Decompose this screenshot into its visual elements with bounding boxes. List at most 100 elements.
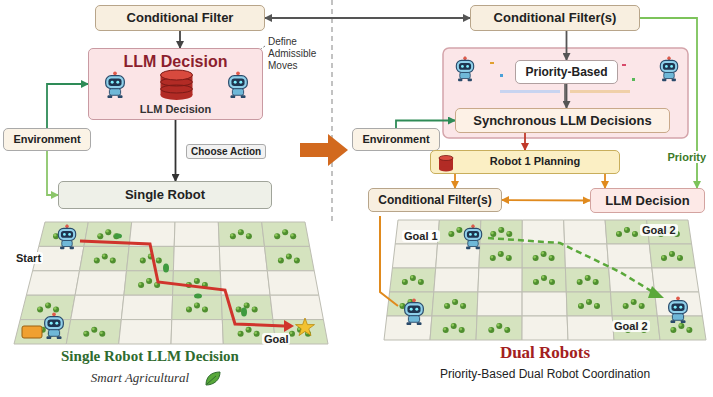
crop-plant [623, 304, 626, 307]
crop-plant [451, 324, 454, 327]
crop-plant [110, 258, 113, 261]
crop-plant [490, 231, 496, 237]
crop-plant [138, 282, 144, 288]
crop-plant [92, 327, 95, 330]
crop-plant [146, 278, 152, 284]
robot-icon [464, 224, 481, 249]
grid-cell [219, 246, 267, 270]
crop-plant [633, 232, 636, 235]
grid-cell [267, 271, 319, 295]
crop-plant [678, 323, 684, 329]
crop-plant [139, 283, 142, 286]
grid-cell [26, 271, 79, 295]
crop-plant [203, 283, 206, 286]
crop-plant [453, 300, 456, 303]
crop-plant [54, 307, 57, 310]
crop-plant [94, 258, 97, 261]
sync-band: Synchronous LLM Decisions [455, 108, 670, 133]
grid-cell [121, 295, 172, 319]
grid-cell [522, 268, 566, 292]
crop-plant [686, 327, 692, 333]
path-arrowhead [284, 320, 294, 332]
grid-cell [612, 316, 660, 340]
node-title: Priority-Based [525, 65, 607, 79]
crop-plant [541, 251, 547, 257]
grid-cell [567, 316, 614, 340]
grid-cell [565, 268, 610, 292]
crop-plant [187, 307, 190, 310]
crop-plant [195, 279, 198, 282]
grid-label: Start [14, 252, 43, 264]
connector [604, 174, 606, 188]
crop-plant [542, 276, 545, 279]
crop-plant [443, 328, 446, 331]
node-title: Single Robot [125, 187, 205, 203]
crop-plant [402, 279, 408, 285]
crop-plant [238, 331, 244, 337]
crop-plant [533, 256, 536, 259]
crop-plant [140, 258, 146, 264]
crop-plant [488, 327, 494, 333]
grid-cell [173, 271, 222, 295]
crop-plant [595, 304, 598, 307]
crop-plant [294, 258, 300, 264]
crop-plant [244, 303, 247, 306]
crop-plant [202, 306, 208, 312]
crop-plant [286, 254, 292, 260]
crop-plant [254, 331, 257, 334]
decision-box: LLM DecisionLLM Decision [88, 48, 263, 120]
crop-plant [687, 328, 690, 331]
crop-plant [106, 230, 109, 233]
crop-plant [506, 256, 509, 259]
crop-plant [459, 328, 462, 331]
crop-plant [238, 229, 244, 235]
node-title: LLM Decision [605, 193, 690, 209]
crop-plant [617, 232, 620, 235]
filter-box: Conditional Filter [95, 5, 265, 31]
crop-plant [231, 234, 234, 237]
grid-cell [566, 292, 612, 316]
caption-title: Single Robot LLM Decision [61, 348, 239, 365]
crop-plant [498, 227, 504, 233]
crop-plant [239, 230, 242, 233]
crop-plant [670, 327, 676, 333]
crop-plant [230, 233, 236, 239]
crop-plant [452, 299, 458, 305]
robot-icon [45, 312, 64, 339]
crop-plant [585, 276, 588, 279]
robot-icon [669, 296, 688, 323]
crop-plant [577, 279, 583, 285]
crop-plant [533, 279, 539, 285]
grid-cell [220, 271, 270, 295]
annotation: Define Admissible Moves [268, 36, 328, 72]
crop-plant [639, 303, 645, 309]
crop-plant [247, 234, 250, 237]
crop-plant [541, 252, 544, 255]
crop-plant [549, 279, 555, 285]
grid-cell [119, 320, 172, 344]
node-title: Synchronous LLM Decisions [473, 113, 651, 129]
crop-plant [83, 331, 89, 337]
crop-plant [38, 307, 41, 310]
crop-plant [252, 307, 255, 310]
crop-plant [504, 327, 510, 333]
coordination-panel [443, 48, 688, 138]
connector [524, 133, 526, 150]
goal-star [296, 318, 315, 336]
robot-path [380, 216, 398, 306]
grid-cell [649, 244, 695, 268]
connector [47, 84, 88, 128]
path-arrowhead [648, 286, 664, 298]
grid-cell [607, 244, 652, 268]
crop-plant [195, 303, 198, 306]
crop-plant [37, 306, 43, 312]
connector [566, 31, 568, 60]
crop-plant [287, 254, 290, 257]
crop-plant [662, 256, 665, 259]
crop-plant [678, 256, 681, 259]
crop-plant [541, 275, 547, 281]
grid-cell [71, 295, 124, 319]
crop-plant [498, 251, 504, 257]
connector [179, 31, 181, 48]
crop-plant [236, 306, 242, 312]
